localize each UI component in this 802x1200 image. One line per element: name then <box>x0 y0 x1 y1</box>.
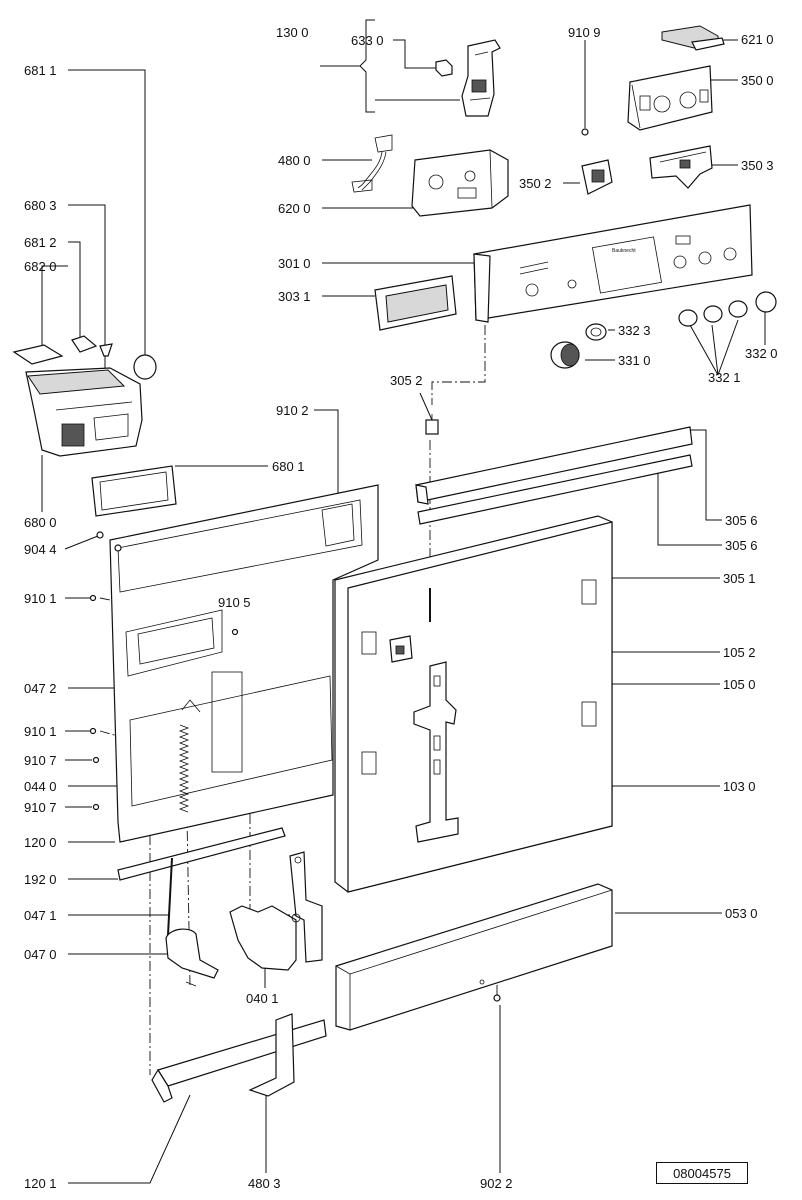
label-040-1: 040 1 <box>246 991 279 1006</box>
label-130-0: 130 0 <box>276 25 309 40</box>
knob-332-3 <box>585 323 607 341</box>
label-120-1: 120 1 <box>24 1176 57 1191</box>
label-910-9: 910 9 <box>568 25 601 40</box>
label-331-0: 331 0 <box>618 353 651 368</box>
label-682-0: 682 0 <box>24 259 57 274</box>
label-480-3: 480 3 <box>248 1176 281 1191</box>
dispenser-680 <box>12 335 143 457</box>
label-681-1: 681 1 <box>24 63 57 78</box>
selector-350-2 <box>581 159 613 195</box>
bracket-305-2 <box>425 414 439 435</box>
label-910-5: 910 5 <box>218 595 251 610</box>
label-303-1: 303 1 <box>278 289 311 304</box>
control-board-350 <box>627 65 713 131</box>
label-680-1: 680 1 <box>272 459 305 474</box>
label-480-0: 480 0 <box>278 153 311 168</box>
connector-621 <box>661 25 725 51</box>
switch-housing-130 <box>461 39 501 117</box>
clip-105-2 <box>389 635 413 663</box>
label-910-7a: 910 7 <box>24 753 57 768</box>
label-621-0: 621 0 <box>741 32 774 47</box>
wire-harness-480 <box>351 134 393 193</box>
svg-text:Bauknecht: Bauknecht <box>612 248 636 254</box>
label-305-6a: 305 6 <box>725 513 758 528</box>
label-680-3: 680 3 <box>24 198 57 213</box>
label-301-0: 301 0 <box>278 256 311 271</box>
label-120-0: 120 0 <box>24 835 57 850</box>
label-332-0: 332 0 <box>745 346 778 361</box>
control-panel-301: Bauknecht <box>473 204 753 323</box>
label-105-0: 105 0 <box>723 677 756 692</box>
label-047-2: 047 2 <box>24 681 57 696</box>
label-305-6b: 305 6 <box>725 538 758 553</box>
label-910-1a: 910 1 <box>24 591 57 606</box>
display-window-303 <box>374 275 457 331</box>
outer-door-103 <box>334 515 613 893</box>
screw-910-9 <box>581 128 589 136</box>
label-680-0: 680 0 <box>24 515 57 530</box>
bottom-rail-120-1 <box>151 1019 327 1103</box>
strip-192 <box>117 827 286 881</box>
rails-305-6 <box>415 426 693 525</box>
label-332-3: 332 3 <box>618 323 651 338</box>
label-305-2: 305 2 <box>390 373 423 388</box>
rod-047-1 <box>167 857 173 936</box>
label-910-7b: 910 7 <box>24 800 57 815</box>
electronic-module-620 <box>411 149 509 217</box>
knob-331 <box>550 341 580 369</box>
knobs-332-1 <box>678 300 748 327</box>
label-350-0: 350 0 <box>741 73 774 88</box>
label-350-3: 350 3 <box>741 158 774 173</box>
label-044-0: 044 0 <box>24 779 57 794</box>
document-number: 08004575 <box>656 1162 748 1184</box>
gasket-680-1 <box>91 465 177 517</box>
bracket-plate-105 <box>413 661 459 843</box>
label-305-1: 305 1 <box>723 571 756 586</box>
label-047-1: 047 1 <box>24 908 57 923</box>
label-620-0: 620 0 <box>278 201 311 216</box>
label-350-2: 350 2 <box>519 176 552 191</box>
bracket-480-3 <box>248 1013 295 1097</box>
label-910-2: 910 2 <box>276 403 309 418</box>
callout-labels: 681 1 130 0 633 0 910 9 621 0 350 0 480 … <box>24 25 778 1191</box>
clip-633 <box>435 59 453 77</box>
label-332-1: 332 1 <box>708 370 741 385</box>
label-902-2: 902 2 <box>480 1176 513 1191</box>
label-053-0: 053 0 <box>725 906 758 921</box>
switch-block-350-3 <box>649 145 713 189</box>
kick-plate-053 <box>335 883 613 1031</box>
label-105-2: 105 2 <box>723 645 756 660</box>
label-904-4: 904 4 <box>24 542 57 557</box>
label-047-0: 047 0 <box>24 947 57 962</box>
label-681-2: 681 2 <box>24 235 57 250</box>
knob-332-0 <box>755 291 777 313</box>
screws <box>89 531 239 811</box>
hinge-lever-047 <box>165 928 219 987</box>
inner-door-120 <box>109 484 379 843</box>
screw-902-2 <box>493 994 501 1002</box>
label-633-0: 633 0 <box>351 33 384 48</box>
hinge-040 <box>229 851 323 971</box>
label-103-0: 103 0 <box>723 779 756 794</box>
cap-681-1 <box>133 354 157 380</box>
label-910-1b: 910 1 <box>24 724 57 739</box>
label-192-0: 192 0 <box>24 872 57 887</box>
spring-044 <box>178 699 201 813</box>
